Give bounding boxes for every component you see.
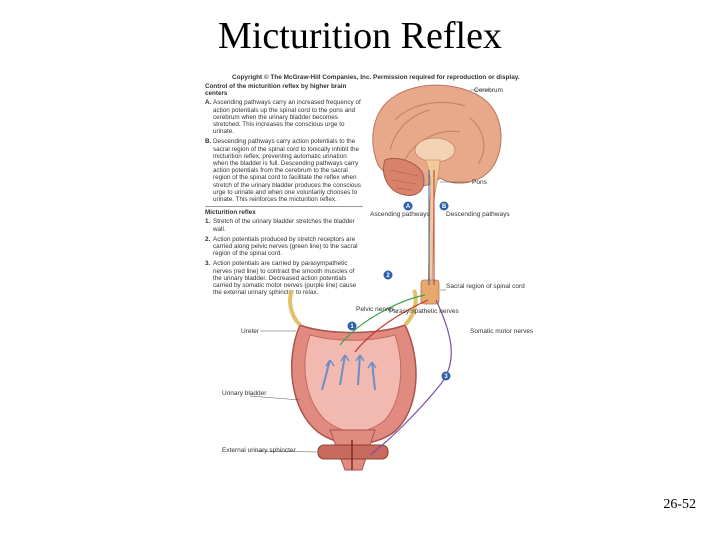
- reflex-item-2: 2. Action potentials produced by stretch…: [205, 236, 363, 258]
- reflex-item-key: 3.: [205, 260, 211, 268]
- reflex-item-key: 1.: [205, 218, 211, 226]
- reflex-item-1: 1. Stretch of the urinary bladder stretc…: [205, 218, 363, 232]
- slide-number: 26-52: [663, 497, 696, 512]
- label-somatic: Somatic motor nerves: [470, 328, 534, 335]
- control-item-key: B.: [205, 138, 212, 146]
- marker-a-label: A: [406, 204, 411, 210]
- reflex-header: Micturition reflex: [205, 206, 363, 216]
- slide-title: Micturition Reflex: [218, 15, 502, 57]
- label-descending: Descending pathways: [446, 211, 510, 218]
- label-ureter: Ureter: [241, 328, 260, 335]
- reflex-item-key: 2.: [205, 235, 211, 243]
- marker-2-label: 2: [386, 273, 390, 279]
- label-sacral: Sacral region of spinal cord: [446, 283, 525, 290]
- brain-illustration: [372, 84, 502, 196]
- label-sphincter: External urinary sphincter: [222, 447, 297, 454]
- reflex-item-text: Action potentials are carried by parasym…: [213, 260, 357, 297]
- marker-2: [383, 270, 393, 280]
- reflex-item-text: Action potentials produced by stretch re…: [213, 235, 358, 258]
- reflex-item-3: 3. Action potentials are carried by para…: [205, 260, 363, 296]
- reflex-item-text: Stretch of the urinary bladder stretches…: [213, 218, 355, 233]
- label-parasympathetic: Parasympathetic nerves: [389, 308, 459, 315]
- marker-b-label: B: [442, 204, 447, 210]
- marker-1-label: 1: [350, 324, 354, 330]
- label-ascending: Ascending pathways: [370, 211, 430, 218]
- control-item-a: A. Ascending pathways carry an increased…: [205, 99, 363, 135]
- control-item-key: A.: [205, 99, 212, 107]
- control-header: Control of the micturition reflex by hig…: [205, 83, 347, 98]
- label-bladder: Urinary bladder: [222, 390, 267, 397]
- label-pons: Pons: [472, 179, 488, 186]
- control-item-text: Ascending pathways carry an increased fr…: [213, 99, 361, 136]
- urinary-bladder: [288, 289, 418, 471]
- marker-b: [439, 201, 449, 211]
- control-item-b: B. Descending pathways carry action pote…: [205, 138, 363, 203]
- marker-1: [347, 321, 357, 331]
- pelvic-nerve-line: [339, 294, 426, 346]
- label-cerebrum: Cerebrum: [474, 87, 503, 94]
- marker-3-label: 3: [444, 374, 448, 380]
- copyright-notice: Copyright © The McGraw-Hill Companies, I…: [232, 74, 520, 81]
- parasympathetic-nerve-line: [354, 299, 429, 353]
- marker-3: [441, 371, 451, 381]
- somatic-nerve-line: [369, 299, 452, 456]
- control-item-text: Descending pathways carry action potenti…: [213, 138, 362, 204]
- marker-a: [403, 201, 413, 211]
- label-pelvic: Pelvic nerves: [356, 306, 395, 313]
- figure-text-column: Control of the micturition reflex by hig…: [205, 83, 363, 299]
